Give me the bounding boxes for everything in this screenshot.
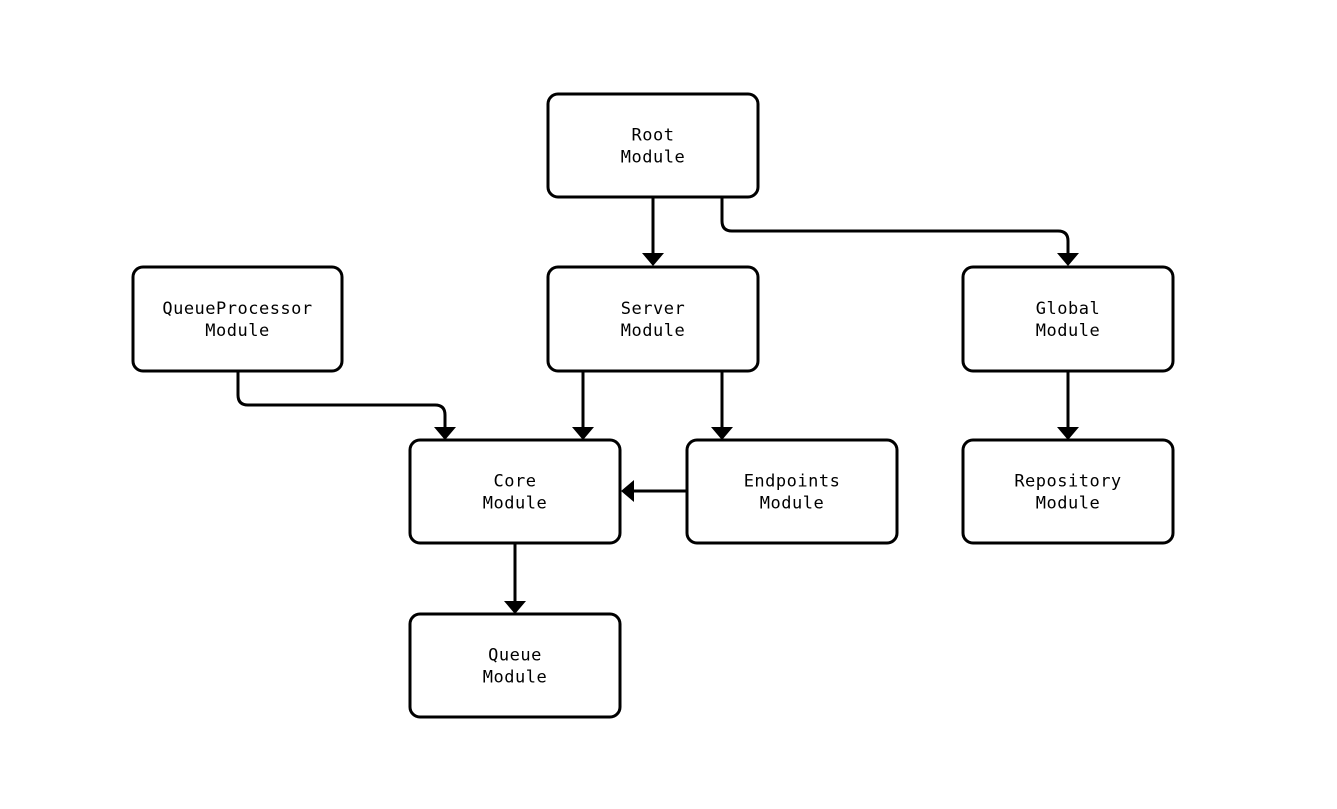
node-box[interactable] <box>685 438 899 545</box>
nodes-layer: RootModuleQueueProcessorModuleServerModu… <box>131 92 1175 719</box>
node-label-line1: QueueProcessor <box>162 299 312 319</box>
node-label-line2: Module <box>483 494 547 514</box>
node-label-line2: Module <box>1036 494 1100 514</box>
arrow-head-icon <box>642 253 664 266</box>
edge-line <box>720 197 1070 254</box>
arrow-head-icon <box>621 480 634 502</box>
node-label-line2: Module <box>205 321 269 341</box>
edge-global-to-repository <box>1057 371 1079 440</box>
node-box[interactable] <box>546 265 760 373</box>
node-label-line2: Module <box>1036 321 1100 341</box>
edge-endpoints-to-core <box>621 480 687 502</box>
edge-server-to-core <box>572 371 594 440</box>
node-box[interactable] <box>546 92 760 199</box>
node-label-line2: Module <box>621 148 685 168</box>
edges-layer <box>236 197 1079 614</box>
edge-server-to-endpoints <box>711 371 733 440</box>
node-label-line2: Module <box>621 321 685 341</box>
arrow-head-icon <box>711 427 733 440</box>
node-label-line2: Module <box>483 668 547 688</box>
node-label-line1: Endpoints <box>744 472 841 492</box>
node-label-line1: Server <box>621 299 685 319</box>
arrow-head-icon <box>434 427 456 440</box>
arrow-head-icon <box>1057 253 1079 266</box>
node-label-line1: Repository <box>1014 472 1121 492</box>
node-label-line1: Global <box>1036 299 1100 319</box>
edge-core-to-queue <box>504 543 526 614</box>
node-label-line1: Root <box>632 126 675 146</box>
edge-line <box>236 371 447 428</box>
node-box[interactable] <box>408 438 622 545</box>
edge-root-to-global <box>720 197 1079 266</box>
node-box[interactable] <box>961 438 1175 545</box>
arrow-head-icon <box>1057 427 1079 440</box>
node-label-line1: Core <box>494 472 537 492</box>
node-label-line1: Queue <box>488 646 542 666</box>
node-box[interactable] <box>408 612 622 719</box>
arrow-head-icon <box>504 601 526 614</box>
arrow-head-icon <box>572 427 594 440</box>
edge-queueprocessor-to-core <box>236 371 456 440</box>
node-box[interactable] <box>131 265 344 373</box>
edge-root-to-server <box>642 197 664 266</box>
node-box[interactable] <box>961 265 1175 373</box>
node-label-line2: Module <box>760 494 824 514</box>
